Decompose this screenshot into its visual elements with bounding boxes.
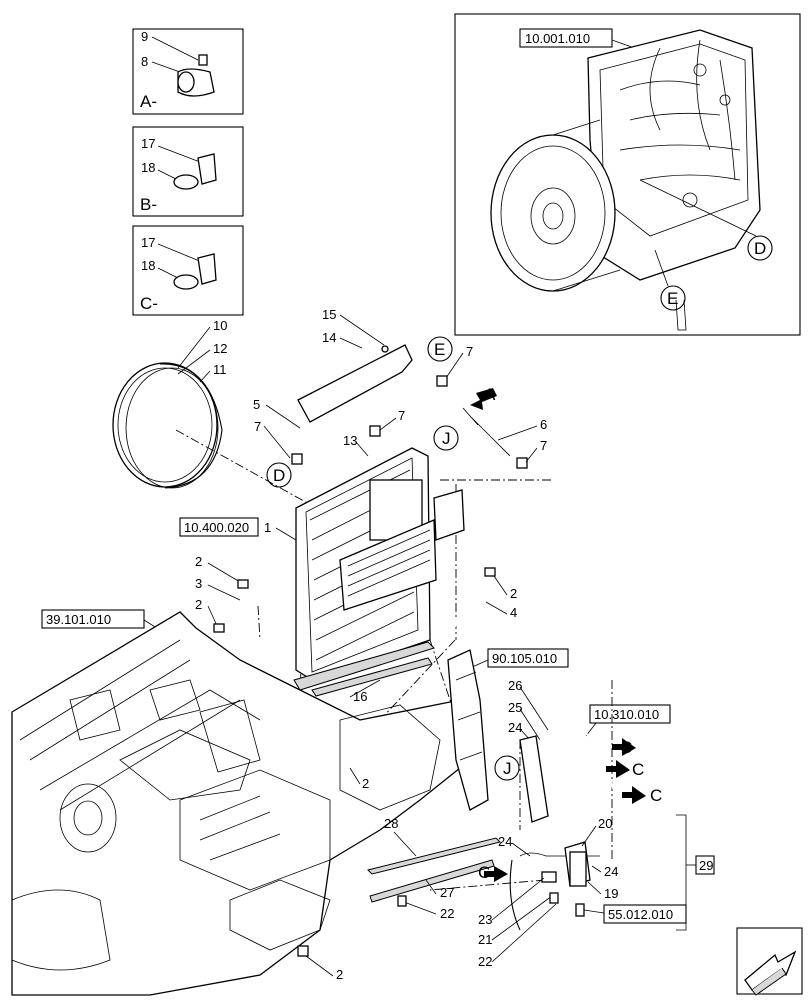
callout-24b: 24 [498, 834, 512, 849]
callout-16: 16 [353, 689, 367, 704]
ref-radiator: 10.400.020 [184, 520, 249, 535]
callout-2c: 2 [510, 586, 517, 601]
arrow-a-label: A [484, 385, 496, 404]
callout-7d: 7 [540, 438, 547, 453]
strip-28 [367, 837, 501, 875]
callout-25: 25 [508, 700, 522, 715]
ref-bracket: 90.105.010 [492, 651, 557, 666]
callout-7c: 7 [466, 344, 473, 359]
callout-15: 15 [322, 307, 336, 322]
machine-frame [11, 611, 471, 996]
detail-view-b: 17 18 B- [132, 126, 244, 217]
marker-d: D [273, 466, 285, 485]
callout-11: 11 [213, 362, 227, 377]
detail-a-label: A- [140, 92, 157, 111]
arrow-c2-label: C [632, 760, 644, 779]
cover-plate [297, 344, 413, 423]
marker-j-lower: J [503, 759, 512, 778]
callout-6: 6 [540, 417, 547, 432]
callout-8: 8 [141, 54, 148, 69]
callout-24c: 24 [604, 864, 618, 879]
callout-10: 10 [213, 318, 227, 333]
callout-14: 14 [322, 330, 336, 345]
callout-24a: 24 [508, 720, 522, 735]
detail-view-a: 9 8 A- [132, 28, 244, 115]
callout-18-c: 18 [141, 258, 155, 273]
shroud-ring [112, 362, 223, 489]
callout-17: 17 [141, 136, 155, 151]
callout-28: 28 [384, 816, 398, 831]
callout-3: 3 [195, 576, 202, 591]
callout-2e: 2 [336, 967, 343, 982]
detail-c-label: C- [140, 294, 158, 313]
view-direction-icon [736, 927, 803, 996]
callout-17-c: 17 [141, 235, 155, 250]
radiator-assembly [293, 447, 465, 691]
callout-22b: 22 [478, 954, 492, 969]
callout-26: 26 [508, 678, 522, 693]
arrow-c3-label: C [650, 786, 662, 805]
engine-view: 10.001.010 D E [454, 13, 801, 336]
callout-5: 5 [253, 397, 260, 412]
callout-2b: 2 [195, 597, 202, 612]
arrow-c1-label: C [620, 738, 632, 757]
detail-b-label: B- [140, 195, 157, 214]
callout-20: 20 [598, 816, 612, 831]
callout-19: 19 [604, 886, 618, 901]
engine-ref-label: 10.001.010 [525, 31, 590, 46]
callout-2a: 2 [195, 554, 202, 569]
callout-7b: 7 [398, 408, 405, 423]
callout-18: 18 [141, 160, 155, 175]
callout-29: 29 [699, 858, 713, 873]
marker-e: E [434, 340, 445, 359]
callout-1: 1 [264, 520, 271, 535]
engine-marker-e: E [667, 289, 678, 308]
arrow-c4-label: C [478, 863, 490, 882]
ref-tank: 55.012.010 [608, 907, 673, 922]
detail-view-c: 17 18 C- [132, 225, 244, 316]
ref-frame: 39.101.010 [46, 612, 111, 627]
hose-bracket-24 [519, 735, 549, 823]
engine-marker-d: D [754, 239, 766, 258]
callout-21: 21 [478, 932, 492, 947]
callout-13: 13 [343, 433, 357, 448]
callout-12: 12 [213, 341, 227, 356]
callout-2d: 2 [362, 776, 369, 791]
callout-23: 23 [478, 912, 492, 927]
callout-22a: 22 [440, 906, 454, 921]
side-bracket [447, 649, 489, 811]
callout-4: 4 [510, 605, 517, 620]
callout-7a: 7 [254, 419, 261, 434]
callout-27: 27 [440, 885, 454, 900]
callout-9: 9 [141, 29, 148, 44]
ref-hose: 10.310.010 [594, 707, 659, 722]
marker-j-upper: J [442, 429, 451, 448]
